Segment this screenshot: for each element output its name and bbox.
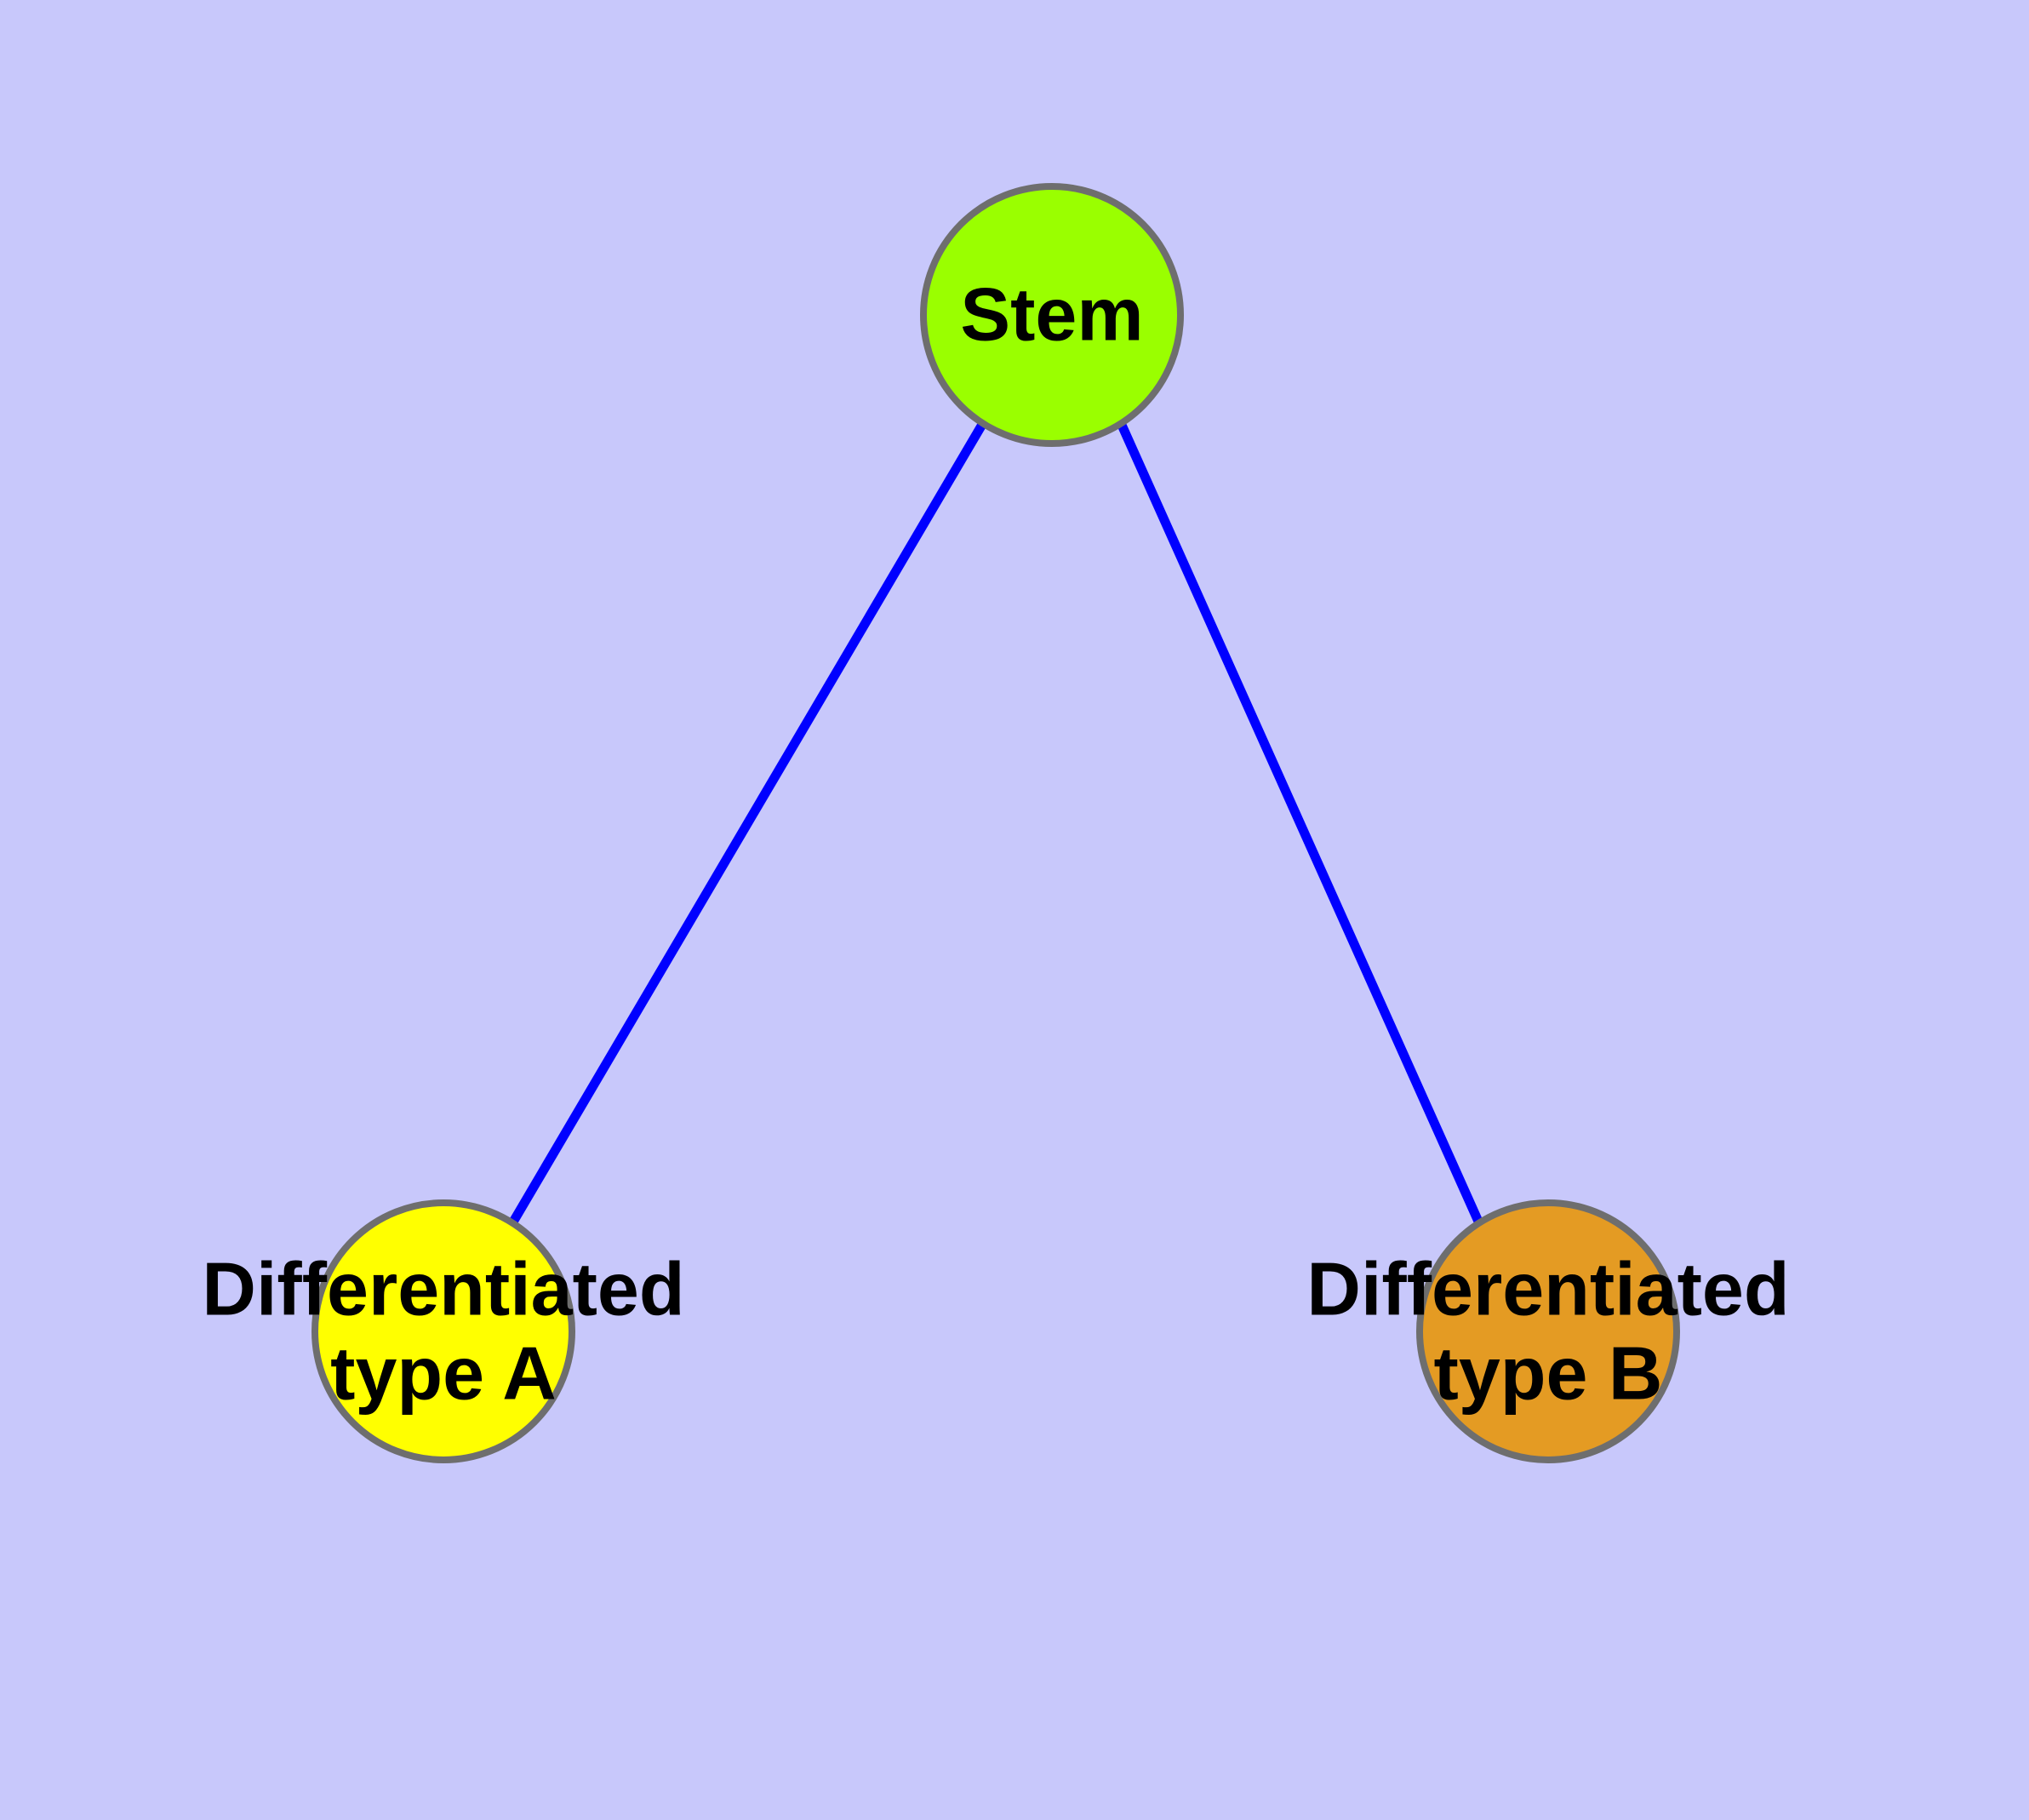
node-stem[interactable]: [920, 183, 1184, 447]
node-differentiated-type-a[interactable]: [311, 1199, 575, 1463]
node-layer: [311, 183, 1680, 1463]
edge-stem-to-diff-a[interactable]: [508, 421, 987, 1226]
node-differentiated-type-b[interactable]: [1416, 1199, 1680, 1463]
edge-stem-to-diff-b[interactable]: [1116, 421, 1484, 1226]
edge-layer: [508, 421, 1484, 1226]
